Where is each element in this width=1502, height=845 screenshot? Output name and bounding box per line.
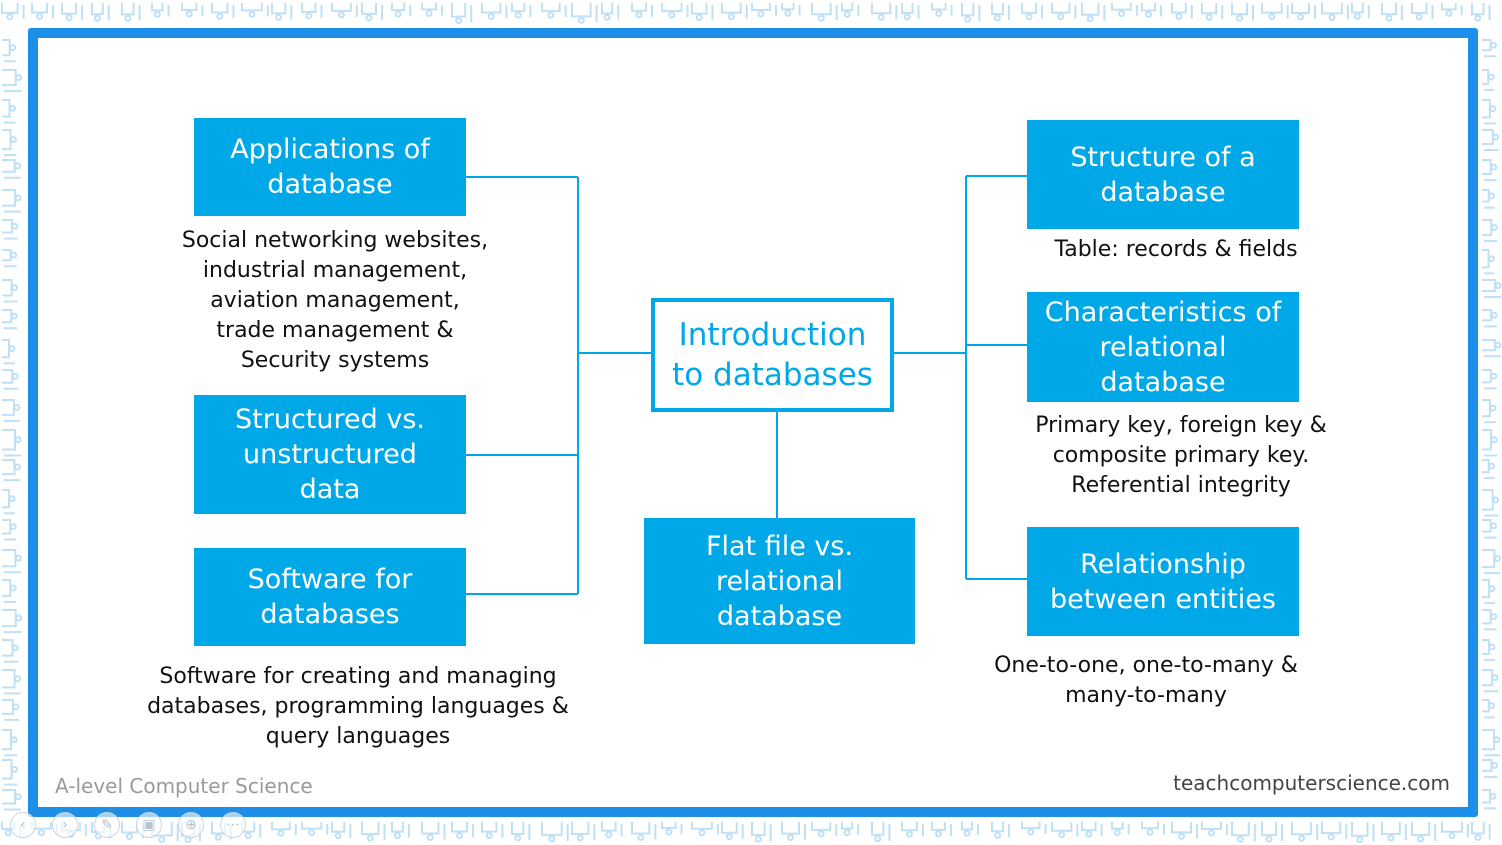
footer-course-label: A-level Computer Science <box>55 774 313 798</box>
flat-file-vs-relational-box: Flat file vs. relational database <box>644 518 915 644</box>
previous-icon[interactable]: ‹ <box>10 812 36 838</box>
characteristics-description: Primary key, foreign key & composite pri… <box>1035 413 1327 498</box>
structure-description: Table: records & fields <box>1054 237 1298 262</box>
center-topic-box: Introduction to databases <box>651 298 894 412</box>
software-for-databases-box: Software for databases <box>194 548 466 646</box>
software-description: Software for creating and managing datab… <box>147 664 569 749</box>
applications-description: Social networking websites, industrial m… <box>181 228 489 373</box>
pen-icon[interactable]: ✎ <box>94 812 120 838</box>
slideshow-toolbar: ‹ › ✎ ▣ ⊕ ⋯ <box>10 812 246 838</box>
footer-website[interactable]: teachcomputerscience.com <box>1173 771 1450 795</box>
applications-of-database-box: Applications of database <box>194 118 466 216</box>
relationship-between-entities-box: Relationship between entities <box>1027 527 1299 636</box>
next-icon[interactable]: › <box>52 812 78 838</box>
structured-vs-unstructured-box: Structured vs. unstructured data <box>194 395 466 514</box>
characteristics-relational-box: Characteristics of relational database <box>1027 292 1299 402</box>
zoom-icon[interactable]: ⊕ <box>178 812 204 838</box>
more-icon[interactable]: ⋯ <box>220 812 246 838</box>
structure-of-database-box: Structure of a database <box>1027 120 1299 229</box>
relationship-description: One-to-one, one-to-many & many-to-many <box>994 653 1298 708</box>
slides-icon[interactable]: ▣ <box>136 812 162 838</box>
